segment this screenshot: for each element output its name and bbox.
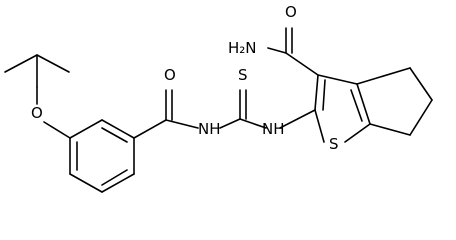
thiophene-sulfur-label: S — [329, 135, 339, 153]
amide-carbonyl — [267, 27, 319, 76]
benzene-ring — [69, 119, 135, 193]
thione-sulfur-label: S — [238, 66, 248, 84]
ether-oxygen-label: O — [31, 104, 43, 122]
ether-bonds — [36, 86, 71, 139]
thiourea-group — [219, 89, 267, 129]
cyclopentane-ring — [356, 67, 433, 136]
benzoyl-carbonyl — [133, 89, 199, 139]
thiophene-ring — [279, 74, 371, 143]
nh-right-label: NH — [262, 120, 285, 138]
benzoyl-oxygen-label: O — [164, 66, 176, 84]
structure-canvas: H₂N O S S NH NH O O — [4, 3, 433, 193]
isopropyl-group — [4, 54, 70, 88]
amide-oxygen-label: O — [285, 3, 297, 21]
nh-left-label: NH — [198, 120, 221, 138]
molecule-diagram: H₂N O S S NH NH O O — [4, 3, 433, 193]
amide-nitrogen-label: H₂N — [228, 39, 257, 57]
